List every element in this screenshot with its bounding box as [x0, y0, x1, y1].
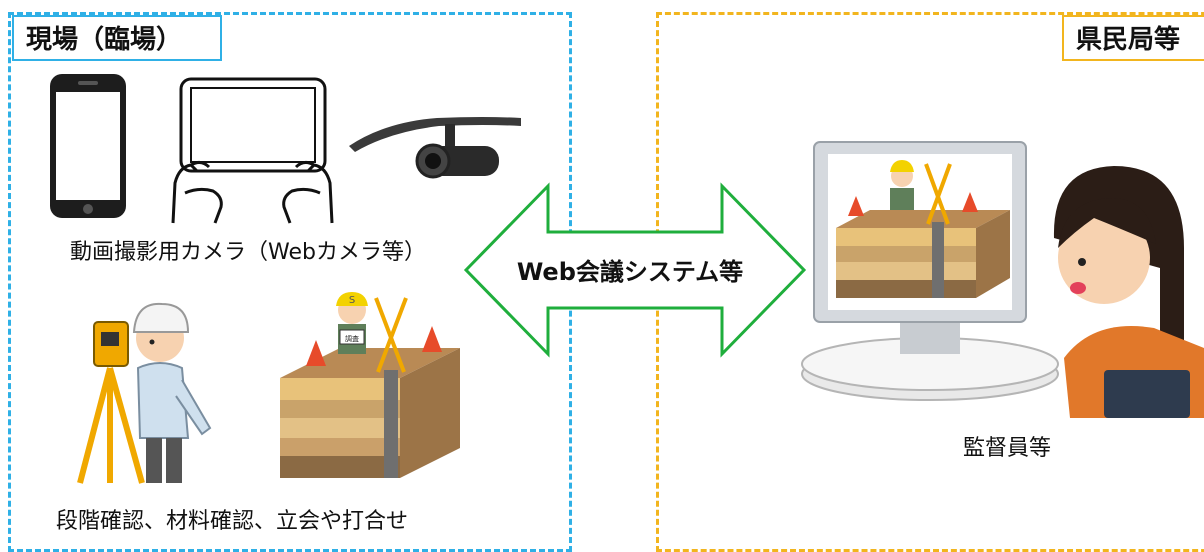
- helmet-letter-label: S: [349, 295, 355, 306]
- connection-label: Web会議システム等: [516, 258, 744, 286]
- devices-caption: 動画撮影用カメラ（Webカメラ等）: [70, 240, 426, 265]
- wearable-camera-icon: [349, 117, 521, 179]
- surveyor-illustration: [77, 302, 212, 484]
- office-panel-title: 県民局等: [1062, 15, 1204, 61]
- activities-caption: 段階確認、材料確認、立会や打合せ: [56, 509, 409, 534]
- sign-text-label: 調査: [345, 334, 359, 343]
- monitor-illustration: [801, 141, 1059, 401]
- tablet-icon: [171, 77, 334, 224]
- smartphone-icon: [50, 74, 126, 218]
- bidirectional-arrow: [463, 182, 807, 358]
- soil-investigation-illustration: S 調査: [280, 292, 460, 478]
- supervisor-illustration: [1053, 166, 1204, 418]
- site-panel-title: 現場（臨場）: [12, 15, 222, 61]
- supervisor-caption: 監督員等: [963, 436, 1052, 461]
